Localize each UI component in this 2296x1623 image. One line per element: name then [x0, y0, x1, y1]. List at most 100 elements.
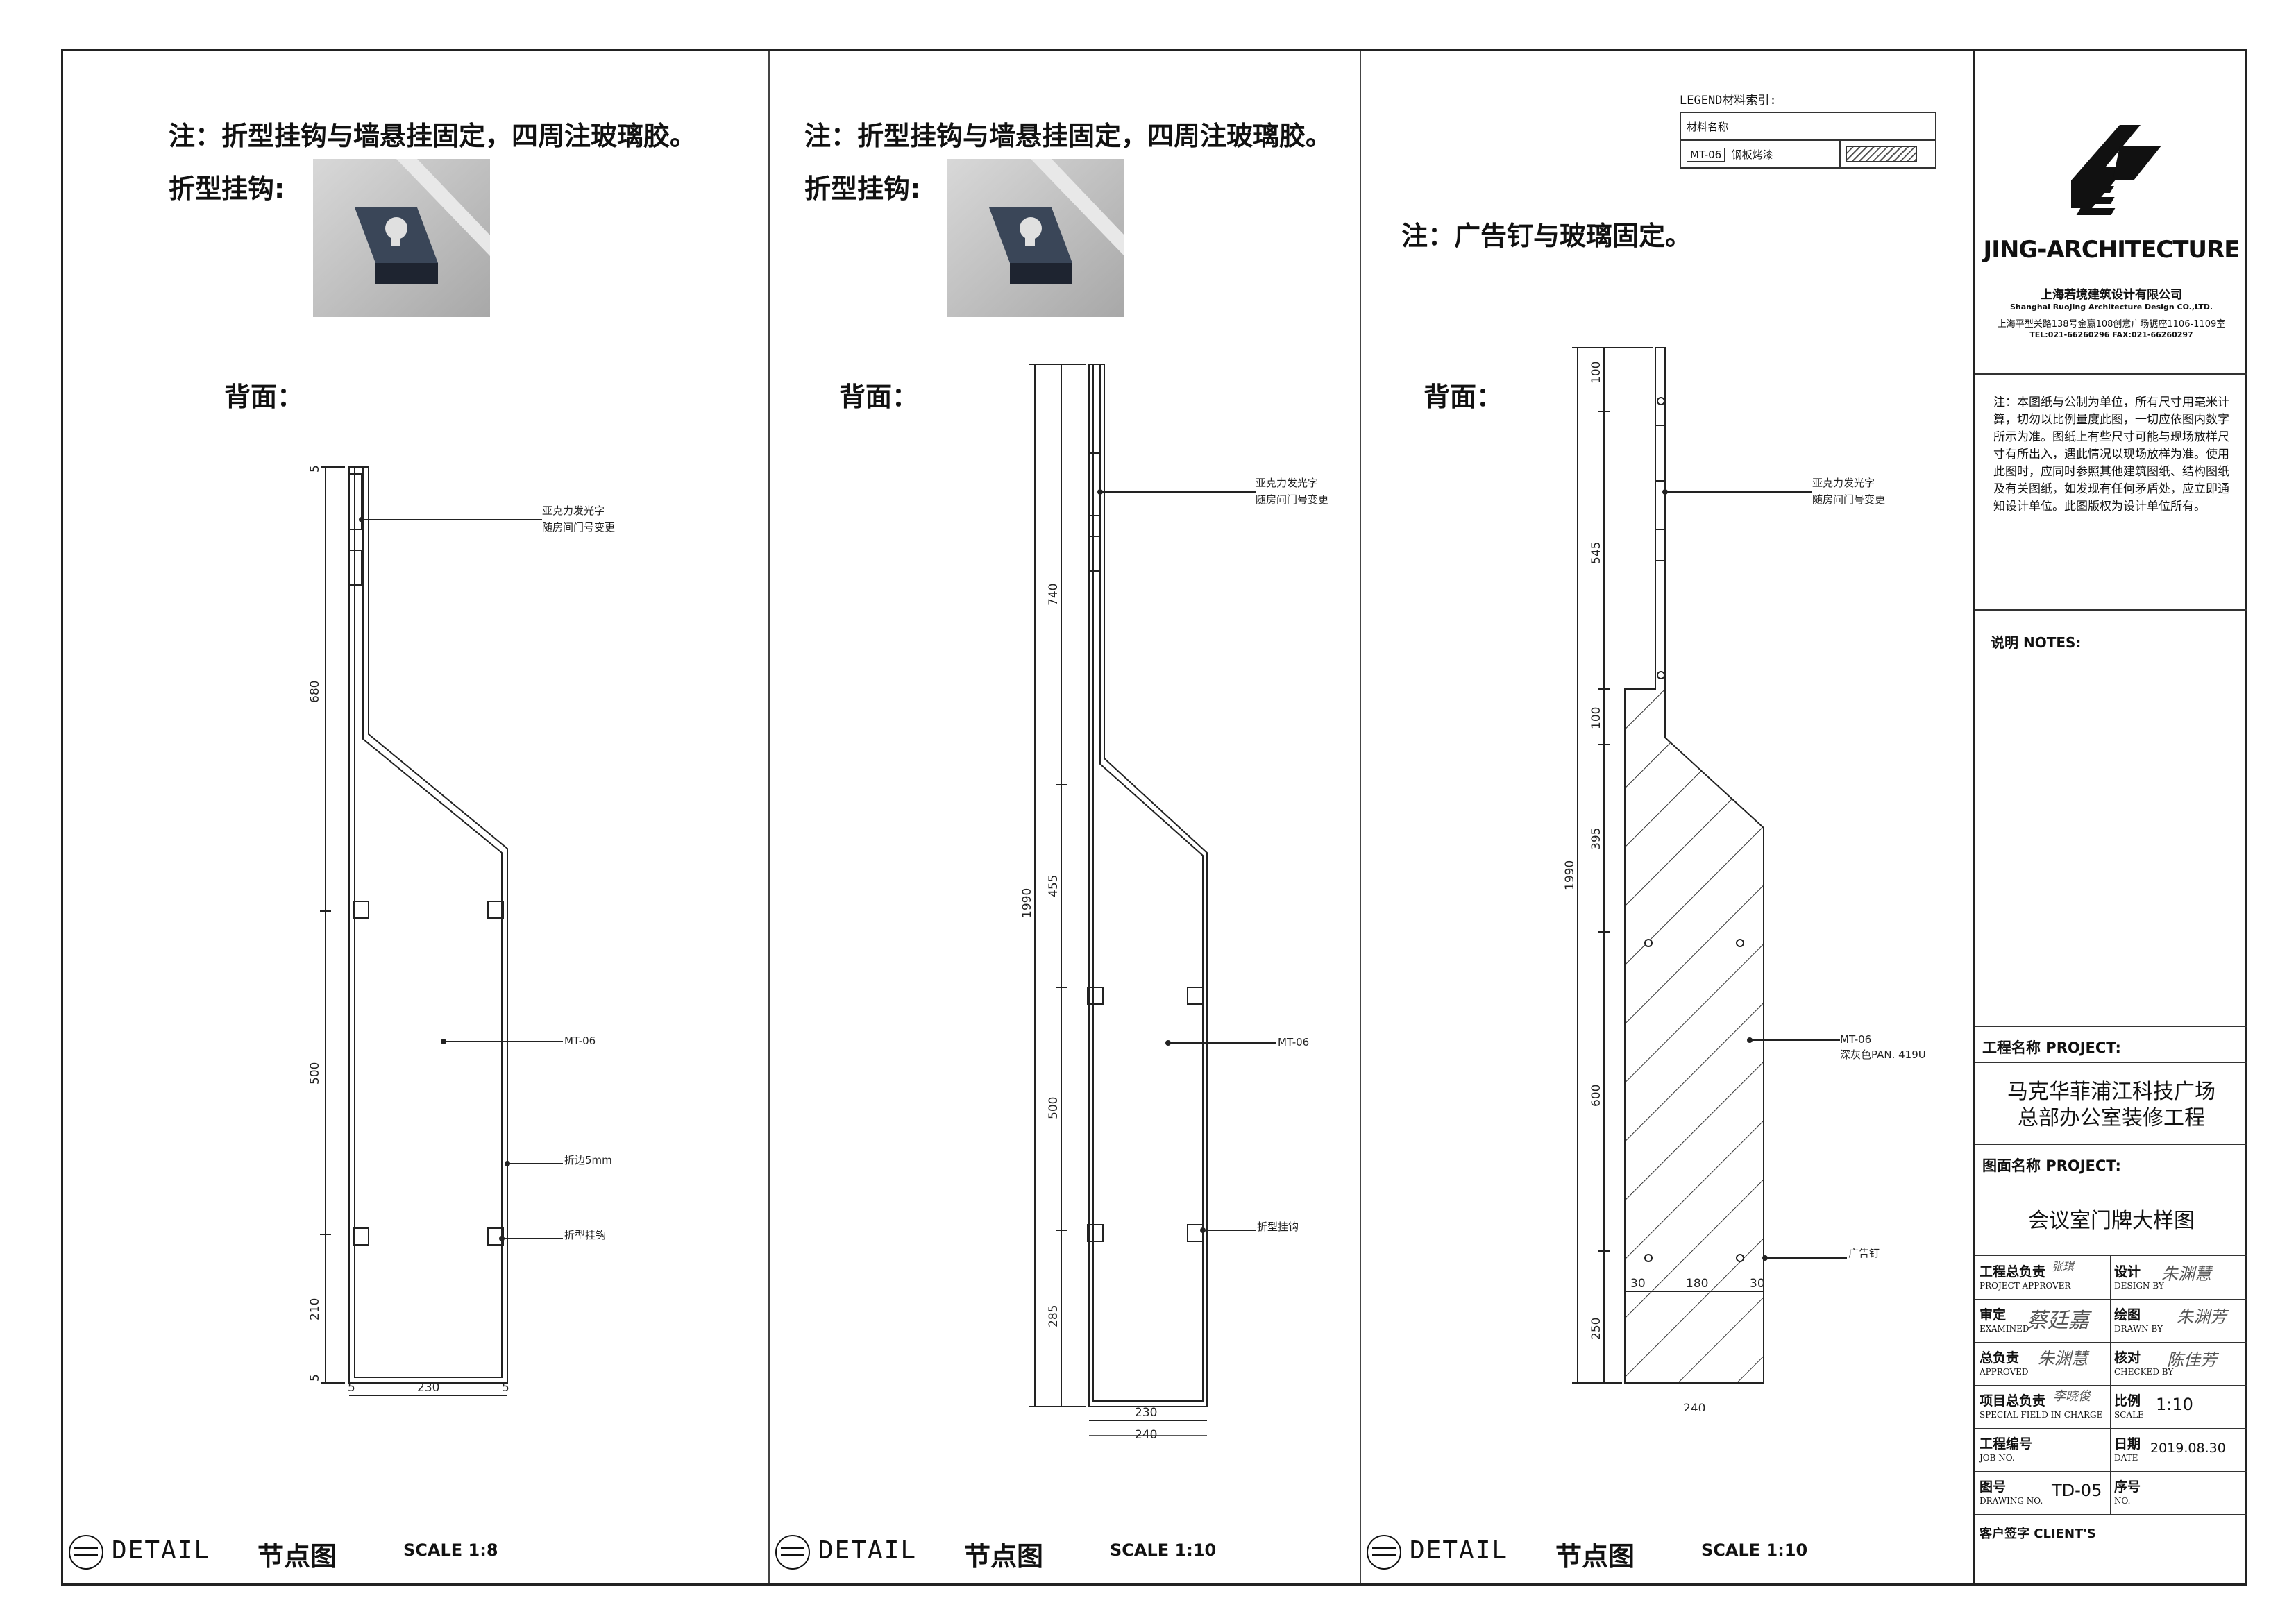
legend-header: 材料名称 [1680, 112, 1936, 141]
company-logo-icon [2071, 125, 2161, 215]
dim-v: 740 [1047, 584, 1061, 606]
detail-panel-3: 注：广告钉与玻璃固定。 背面： [1361, 51, 1975, 1583]
panel-footer: DETAIL 节点图 SCALE 1:10 [1361, 1532, 1975, 1574]
date-value: 2019.08.30 [2150, 1441, 2226, 1456]
callout: 广告钉 [1848, 1247, 1880, 1259]
dim-h: 230 [1135, 1406, 1157, 1420]
dim-h: 230 [417, 1381, 439, 1395]
dim-v: 100 [1589, 362, 1603, 384]
callout: 亚克力发光字 [542, 504, 605, 517]
signature: 陈佳芳 [2167, 1350, 2217, 1370]
signature: 张琪 [2052, 1260, 2075, 1273]
dim-h: 5 [502, 1381, 509, 1395]
logo-text: JING-ARCHITECTURE [1983, 236, 2240, 264]
callout: 深灰色PAN. 419U [1840, 1048, 1926, 1061]
logo-area: JING-ARCHITECTURE 上海若境建筑设计有限公司 Shanghai … [1975, 49, 2247, 375]
back-label: 背面： [1424, 382, 1503, 412]
legend-code: MT-06 [1687, 147, 1725, 162]
signoff-row: 工程编号 JOB NO. 日期 DATE 2019.08.30 [1975, 1428, 2247, 1472]
back-label: 背面： [839, 382, 919, 412]
project-name: 马克华菲浦江科技广场 [2007, 1080, 2215, 1104]
panel-note: 注：折型挂钩与墙悬挂固定，四周注玻璃胶。 [804, 121, 1333, 151]
drawing-frame: 注：折型挂钩与墙悬挂固定，四周注玻璃胶。 折型挂钩: 背面： [61, 49, 2247, 1586]
callout: 折边5mm [564, 1154, 612, 1166]
disclaimer-text: 注：本图纸与公制为单位，所有尺寸用毫米计算，切勿以比例量度此图，一切应依图内数字… [1993, 396, 2229, 513]
dim-v: 500 [308, 1062, 322, 1085]
panel-note: 注：广告钉与玻璃固定。 [1401, 221, 1692, 251]
panel-3-drawing: 100 545 100 395 600 250 1990 30 180 30 2… [1563, 347, 1926, 1411]
title-block: JING-ARCHITECTURE 上海若境建筑设计有限公司 Shanghai … [1973, 49, 2247, 1586]
dim-v: 455 [1047, 875, 1061, 897]
hook-label: 折型挂钩: [169, 173, 285, 204]
address: 上海平型关路138号金赢108创意广场锯座1106-1109室 [1997, 319, 2226, 330]
signature: 朱渊慧 [2038, 1349, 2088, 1368]
dim-v: 1990 [1020, 888, 1034, 918]
hook-photo [313, 159, 490, 317]
dim-h: 180 [1686, 1277, 1708, 1291]
callout: MT-06 [564, 1035, 596, 1047]
dim-v: 285 [1047, 1305, 1061, 1327]
dim-h: 5 [348, 1381, 355, 1395]
callout: 随房间门号变更 [1812, 493, 1885, 506]
panel-2-drawing: 740 455 500 285 1990 230 240 亚克力发光字 随房间门… [1020, 364, 1328, 1438]
hook-photo [947, 159, 1124, 317]
project-label: 工程名称 PROJECT: [1982, 1039, 2121, 1056]
panel-1-drawing: 5 680 500 210 5 5 230 5 240 亚克力发光字 随房间门号… [308, 465, 615, 1396]
panel-footer: DETAIL 节点图 SCALE 1:8 [63, 1532, 768, 1574]
callout: 折型挂钩 [564, 1229, 606, 1241]
signature: 李晓俊 [2053, 1389, 2091, 1404]
dim-v: 600 [1589, 1085, 1603, 1107]
notes-label: 说明 NOTES: [1991, 634, 2082, 651]
dim-v: 680 [308, 681, 322, 703]
dim-v: 100 [1589, 707, 1603, 729]
signoff-row: 审定 EXAMINED 绘图 DRAWN BY 蔡廷嘉 朱渊芳 [1975, 1299, 2247, 1343]
drawing-label: 图面名称 PROJECT: [1982, 1157, 2121, 1174]
hatch-swatch [1846, 146, 1917, 162]
dim-v: 5 [308, 1374, 322, 1382]
project-box: 工程名称 PROJECT: 马克华菲浦江科技广场 总部办公室装修工程 [1975, 1027, 2247, 1145]
callout: MT-06 [1840, 1033, 1871, 1046]
callout: MT-06 [1278, 1036, 1309, 1048]
company-en: Shanghai RuoJing Architecture Design CO.… [2009, 303, 2213, 312]
back-label: 背面： [224, 382, 304, 412]
plate-outline [348, 466, 508, 1384]
callout: 随房间门号变更 [542, 521, 615, 534]
dim-v: 1990 [1563, 860, 1577, 890]
client-label: 客户签字 CLIENT'S [1980, 1527, 2096, 1541]
callout: 折型挂钩 [1257, 1221, 1299, 1233]
dim-v: 500 [1047, 1097, 1061, 1119]
signature: 蔡廷嘉 [2027, 1309, 2089, 1333]
callout: 亚克力发光字 [1256, 477, 1318, 489]
detail-panel-2: 注：折型挂钩与墙悬挂固定，四周注玻璃胶。 折型挂钩: 背面： [770, 51, 1361, 1583]
dim-h: 30 [1750, 1277, 1765, 1291]
notes-box: 说明 NOTES: [1975, 611, 2247, 1027]
signoff-grid: 工程总负责 PROJECT APPROVER 设计 DESIGN BY 张琪 朱… [1975, 1256, 2247, 1541]
panel-footer: DETAIL 节点图 SCALE 1:10 [770, 1532, 1360, 1574]
signature: 朱渊芳 [2177, 1307, 2227, 1327]
scale-value: 1:10 [2156, 1395, 2193, 1414]
dim-v: 545 [1589, 542, 1603, 564]
material-legend: LEGEND材料索引: 材料名称 MT-06 钢板烤漆 [1680, 90, 1936, 169]
dim-v: 210 [308, 1298, 322, 1320]
drawing-name: 会议室门牌大样图 [2028, 1209, 2195, 1233]
project-name: 总部办公室装修工程 [2018, 1106, 2205, 1130]
drawing-number: TD-05 [2052, 1481, 2102, 1500]
callout: 亚克力发光字 [1812, 477, 1875, 489]
tel-fax: TEL:021-66260296 FAX:021-66260297 [2029, 330, 2193, 339]
dim-h: 240 [1135, 1428, 1157, 1438]
signoff-row: 总负责 APPROVED 核对 CHECKED BY 朱渊慧 陈佳芳 [1975, 1342, 2247, 1386]
dim-v: 5 [308, 465, 322, 473]
detail-symbol-icon [1367, 1535, 1401, 1570]
panel-note: 注：折型挂钩与墙悬挂固定，四周注玻璃胶。 [169, 121, 697, 151]
dim-h: 30 [1630, 1277, 1646, 1291]
signoff-row: 图号 DRAWING NO. TD-05 序号 NO. [1975, 1471, 2247, 1515]
hook-label: 折型挂钩: [804, 173, 921, 204]
callout: 随房间门号变更 [1256, 493, 1328, 506]
drawing-name-box: 图面名称 PROJECT: 会议室门牌大样图 [1975, 1145, 2247, 1256]
signoff-row: 工程总负责 PROJECT APPROVER 设计 DESIGN BY 张琪 朱… [1975, 1256, 2247, 1300]
dim-v: 250 [1589, 1318, 1603, 1340]
dim-v: 395 [1589, 828, 1603, 850]
dim-h: 240 [1683, 1402, 1705, 1411]
detail-symbol-icon [69, 1535, 103, 1570]
signature: 朱渊慧 [2161, 1264, 2211, 1284]
